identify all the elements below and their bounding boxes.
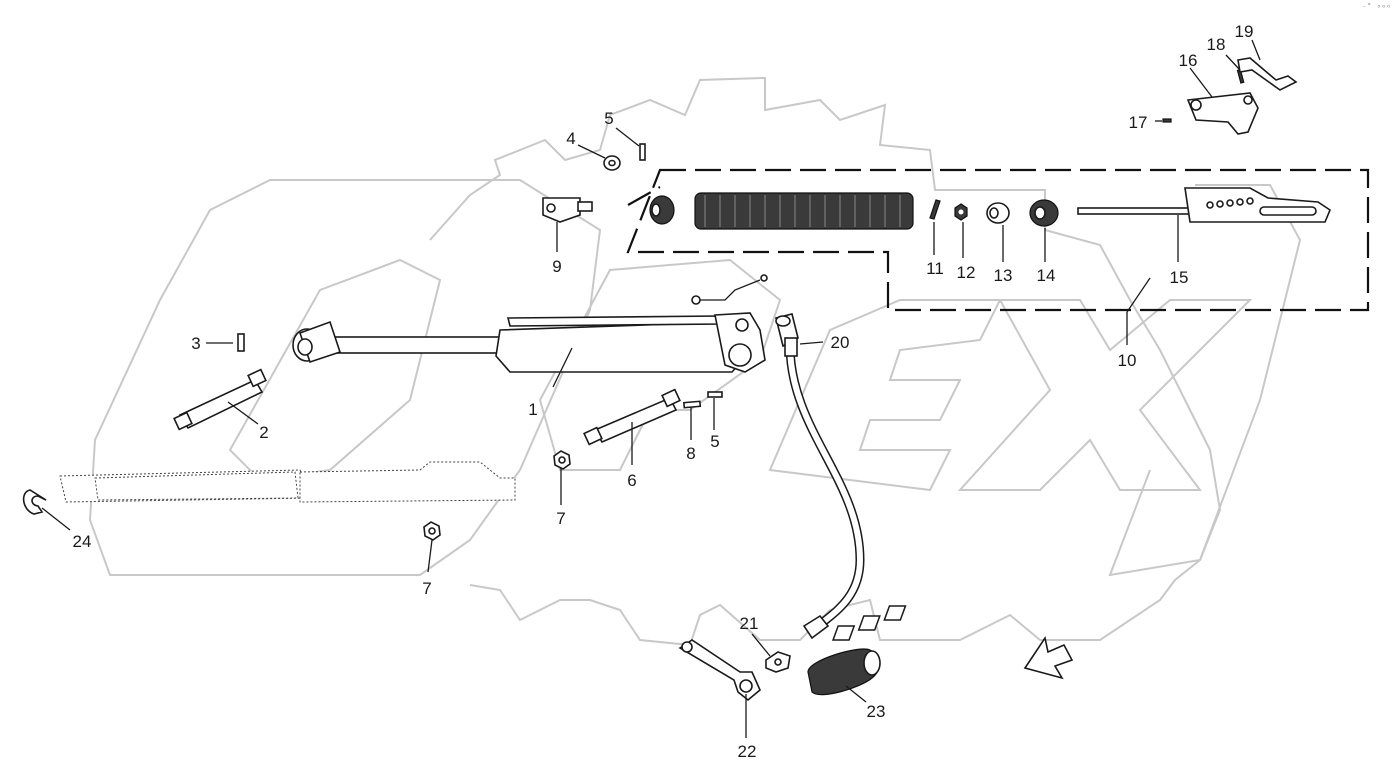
- part-3-pin: [237, 333, 245, 352]
- part-9-clevis: [542, 197, 593, 223]
- callout-5-top: 5: [604, 109, 613, 128]
- part-8-pin: [682, 400, 702, 409]
- callout-8: 8: [686, 444, 695, 463]
- callout-3: 3: [191, 334, 200, 353]
- callout-12: 12: [957, 263, 976, 282]
- callout-15: 15: [1170, 268, 1189, 287]
- callout-2: 2: [259, 423, 268, 442]
- part-15-rod: [1077, 187, 1331, 223]
- callout-7-upper: 7: [556, 509, 565, 528]
- part-11-cotter-pin: [929, 199, 941, 220]
- part-13-spacer: [986, 202, 1010, 224]
- direction-arrow: [831, 605, 1074, 680]
- callout-7-lower: 7: [422, 579, 431, 598]
- part-24-clip: [22, 489, 47, 515]
- callout-20: 20: [831, 333, 850, 352]
- part-10-bushing: [649, 195, 675, 225]
- part-12-nut: [954, 203, 968, 221]
- part-16-bracket: [1186, 92, 1259, 135]
- part-22-wrench: [678, 639, 761, 702]
- callout-19: 19: [1235, 22, 1254, 41]
- part-10-spring: [694, 192, 914, 230]
- callout-labels: 1 2 3 4 5 5 6 7 7 8 9 10 11 12 13 14 15 …: [73, 22, 1254, 761]
- reference-cylinder-sketch: [59, 461, 516, 503]
- corner-mark: ⁻˚ ᵒᵒᵒ: [1362, 2, 1391, 12]
- part-21-fitting: [765, 651, 791, 673]
- part-1-hydraulic-cylinder: [292, 274, 768, 373]
- callout-1: 1: [528, 400, 537, 419]
- callout-5-lower: 5: [710, 432, 719, 451]
- part-5-pin-top: [639, 143, 646, 161]
- callout-16: 16: [1179, 51, 1198, 70]
- callout-4: 4: [566, 129, 575, 148]
- part-14-bushing: [1029, 199, 1059, 227]
- part-6-shaft: [583, 388, 681, 446]
- part-7-nut-upper: [553, 450, 571, 470]
- callout-9: 9: [552, 257, 561, 276]
- part-4-washer: [603, 155, 621, 171]
- watermark-opex-logo: [88, 179, 1302, 577]
- callout-11: 11: [926, 259, 944, 278]
- leader-lines: [41, 39, 1261, 738]
- callout-17: 17: [1129, 113, 1148, 132]
- callout-14: 14: [1037, 266, 1056, 285]
- part-19-l-pin: [1237, 57, 1298, 91]
- part-17-pin: [1162, 118, 1172, 123]
- callout-21: 21: [740, 614, 759, 633]
- callout-18: 18: [1207, 35, 1226, 54]
- part-2-shaft: [173, 368, 267, 431]
- part-23-grip: [807, 648, 881, 696]
- callout-23: 23: [867, 702, 886, 721]
- callout-10: 10: [1118, 351, 1137, 370]
- callout-22: 22: [738, 742, 757, 761]
- callout-6: 6: [627, 471, 636, 490]
- part-20-hose: [775, 313, 865, 640]
- subassembly-10-outline: [626, 168, 1370, 312]
- part-5-pin-lower: [707, 391, 723, 398]
- watermark-gear: [429, 76, 1222, 647]
- part-7-nut-lower: [423, 521, 441, 541]
- callout-13: 13: [994, 266, 1013, 285]
- callout-24: 24: [73, 532, 92, 551]
